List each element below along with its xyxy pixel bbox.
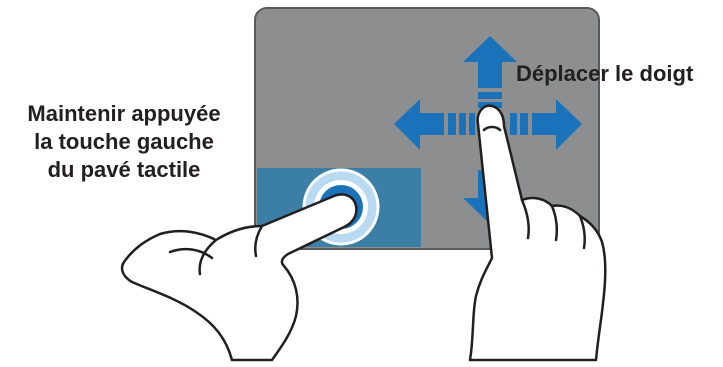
move-finger-label: Déplacer le doigt (516, 60, 693, 88)
arrow-left-dash-2 (459, 113, 466, 135)
hold-left-button-label-line1: Maintenir appuyée (0, 100, 248, 128)
hold-left-button-label-line2: la touche gauche (0, 128, 248, 156)
arrow-left-dash-3 (469, 113, 475, 135)
arrow-left-dash-1 (448, 113, 456, 135)
left-hand-pressing-icon (122, 194, 356, 360)
arrow-right-dash-2 (510, 113, 517, 135)
arrow-right-dash-1 (520, 113, 528, 135)
arrow-up-dash-1 (478, 92, 502, 99)
hold-left-button-label: Maintenir appuyée la touche gauche du pa… (0, 100, 248, 184)
hold-left-button-label-line3: du pavé tactile (0, 156, 248, 184)
